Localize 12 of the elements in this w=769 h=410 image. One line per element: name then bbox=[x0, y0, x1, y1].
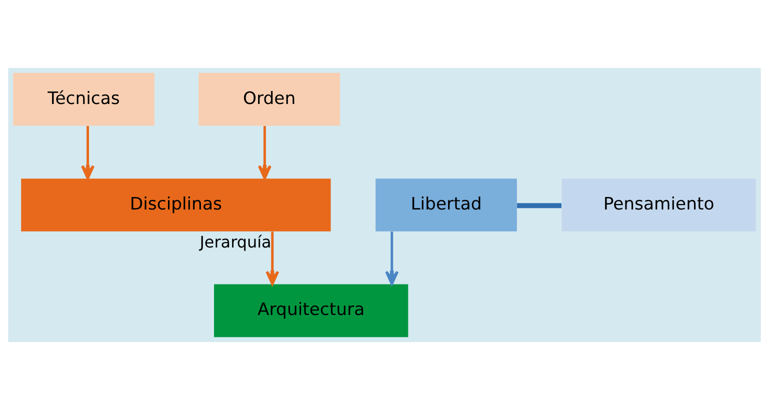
node-box: Orden bbox=[198, 72, 340, 126]
arrow bbox=[81, 126, 95, 180]
node-box: Disciplinas bbox=[21, 178, 331, 232]
node-box: Arquitectura bbox=[214, 284, 408, 338]
arrow bbox=[266, 232, 280, 286]
connector bbox=[517, 203, 562, 208]
node-box: Técnicas bbox=[13, 72, 154, 126]
node-box: Libertad bbox=[376, 178, 517, 232]
edge-label: Jerarquía bbox=[200, 232, 272, 252]
node-box: Pensamiento bbox=[562, 178, 756, 232]
arrow bbox=[258, 126, 272, 180]
arrow bbox=[385, 232, 399, 286]
